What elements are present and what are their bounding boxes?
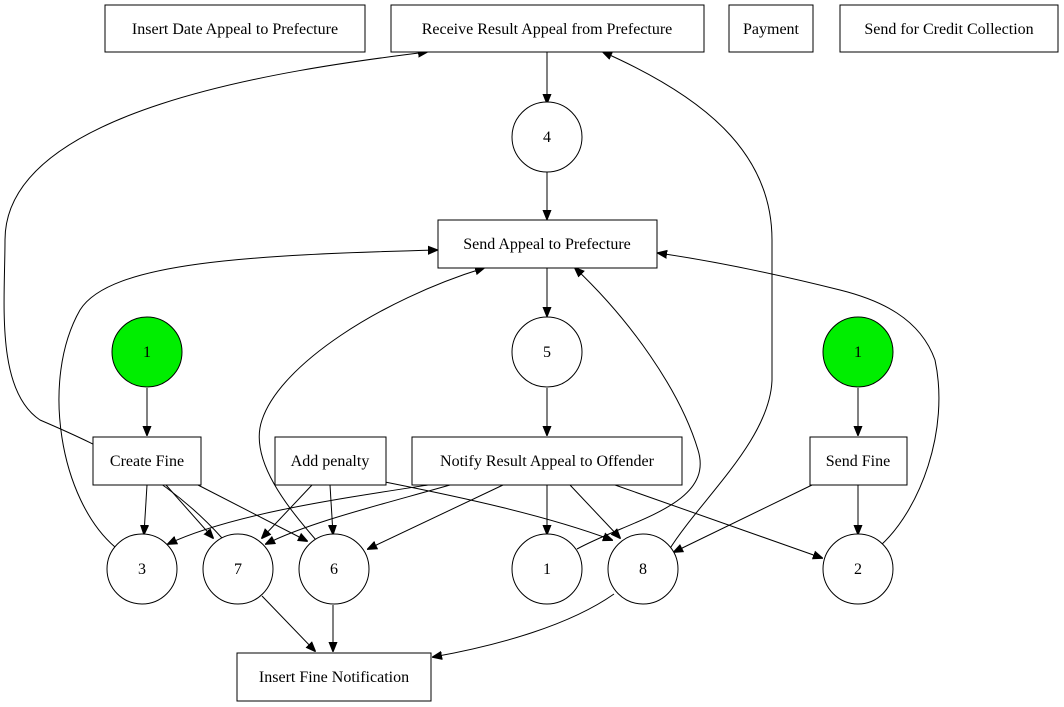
transition-receive-result-appeal[interactable]: Receive Result Appeal from Prefecture (390, 4, 705, 53)
edge-add-penalty-to-p6 (330, 484, 333, 534)
place-start-send-fine[interactable]: 1 (822, 316, 894, 388)
place-4[interactable]: 4 (511, 101, 583, 173)
place-2[interactable]: 2 (822, 533, 894, 605)
place-start-create-fine[interactable]: 1 (111, 316, 183, 388)
place-label: 2 (854, 561, 862, 578)
place-label: 1 (854, 344, 862, 361)
transition-label: Receive Result Appeal from Prefecture (422, 21, 673, 38)
place-label: 1 (143, 344, 151, 361)
place-6[interactable]: 6 (298, 533, 370, 605)
edge-add-penalty-to-p7 (262, 484, 313, 538)
edge-notify-result-to-p8 (569, 484, 620, 538)
edge-p1-to-send-appeal (575, 268, 701, 550)
transition-insert-date-appeal[interactable]: Insert Date Appeal to Prefecture (104, 4, 366, 53)
edge-p7-to-insert-fine-notification (261, 595, 315, 651)
edge-p2-to-send-appeal (658, 253, 940, 547)
place-label: 8 (639, 561, 647, 578)
transition-label: Insert Date Appeal to Prefecture (132, 21, 338, 38)
transition-send-credit-collection[interactable]: Send for Credit Collection (839, 4, 1059, 53)
place-5[interactable]: 5 (511, 316, 583, 388)
edges (3, 52, 940, 657)
transition-send-fine[interactable]: Send Fine (809, 436, 908, 486)
edge-notify-result-to-p7 (266, 484, 451, 544)
transition-insert-fine-notification[interactable]: Insert Fine Notification (236, 652, 432, 702)
transition-add-penalty[interactable]: Add penalty (274, 436, 387, 486)
transition-label: Create Fine (110, 453, 184, 470)
place-label: 4 (543, 129, 551, 146)
transition-payment[interactable]: Payment (728, 4, 814, 53)
places: 4 5 1 1 3 7 6 1 (106, 101, 894, 605)
place-label: 5 (543, 344, 551, 361)
place-label: 6 (330, 561, 338, 578)
place-8[interactable]: 8 (607, 533, 679, 605)
place-label: 3 (138, 561, 146, 578)
edge-p3-to-send-appeal (58, 250, 437, 548)
edge-notify-result-to-p3 (168, 484, 429, 544)
place-label: 7 (234, 561, 242, 578)
transition-label: Add penalty (291, 453, 370, 470)
place-1[interactable]: 1 (511, 533, 583, 605)
edge-p8-to-receive-result (603, 52, 773, 551)
transition-label: Notify Result Appeal to Offender (440, 453, 655, 470)
edge-notify-result-to-p6 (368, 484, 504, 549)
transition-label: Insert Fine Notification (259, 669, 409, 686)
transition-notify-result-appeal[interactable]: Notify Result Appeal to Offender (411, 436, 683, 486)
place-3[interactable]: 3 (106, 533, 178, 605)
edge-send-fine-to-p8 (674, 484, 813, 552)
edge-add-penalty-to-p8 (384, 481, 612, 540)
transition-label: Send Fine (826, 453, 890, 470)
edge-create-fine-to-p3 (144, 484, 147, 534)
edge-p8-to-insert-fine-notification (433, 593, 615, 657)
edge-notify-result-to-p2 (614, 484, 822, 558)
transition-label: Payment (743, 21, 800, 38)
place-7[interactable]: 7 (202, 533, 274, 605)
edge-create-fine-to-p6 (197, 484, 307, 541)
edge-p6-to-send-appeal (258, 268, 484, 541)
transition-label: Send Appeal to Prefecture (463, 236, 631, 253)
transition-create-fine[interactable]: Create Fine (92, 436, 202, 486)
transition-send-appeal[interactable]: Send Appeal to Prefecture (437, 219, 658, 269)
place-label: 1 (543, 561, 551, 578)
transition-label: Send for Credit Collection (864, 21, 1033, 38)
transitions: Insert Date Appeal to Prefecture Receive… (92, 4, 1059, 702)
